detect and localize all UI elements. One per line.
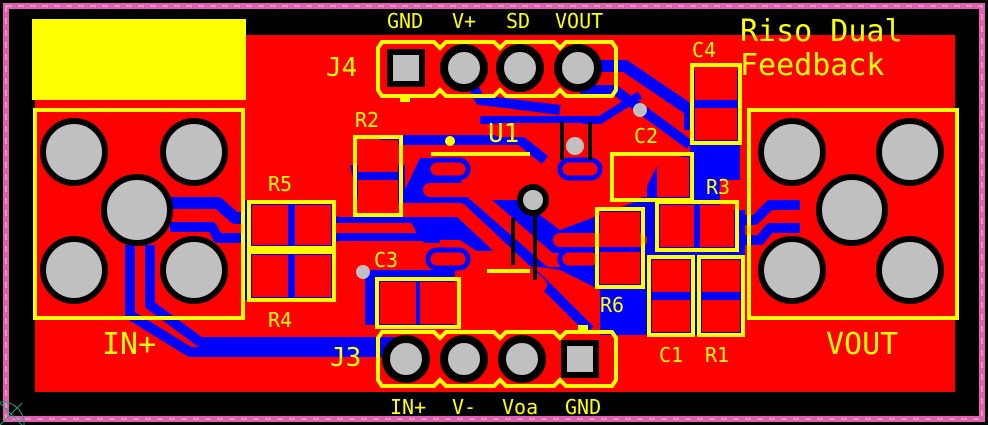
sma-vout bbox=[758, 118, 944, 304]
j4-designator: J4 bbox=[326, 53, 358, 83]
r1-designator: R1 bbox=[705, 343, 730, 367]
j4-pin2-label: V+ bbox=[452, 9, 477, 33]
j3-designator: J3 bbox=[330, 343, 362, 373]
u1-designator: U1 bbox=[488, 119, 520, 149]
vias bbox=[356, 103, 647, 279]
r5-designator: R5 bbox=[268, 172, 293, 196]
j3-pin3-label: Voa bbox=[502, 395, 539, 419]
board-title-line1: Riso Dual bbox=[740, 14, 903, 49]
j3-pin2-label: V- bbox=[452, 395, 477, 419]
smd-pads bbox=[252, 68, 740, 332]
header-j3-pins bbox=[382, 335, 599, 383]
r4-designator: R4 bbox=[268, 308, 293, 332]
j4-pin4-label: VOUT bbox=[555, 9, 604, 33]
board-title-line2: Feedback bbox=[740, 48, 885, 83]
board-outline bbox=[3, 3, 985, 422]
r6-designator: R6 bbox=[600, 293, 625, 317]
j4-pin3-label: SD bbox=[506, 9, 531, 33]
silkscreen-marks bbox=[400, 96, 588, 331]
c2-designator: C2 bbox=[634, 124, 659, 148]
c4-designator: C4 bbox=[692, 38, 717, 62]
r2-designator: R2 bbox=[355, 108, 380, 132]
silkscreen-outlines bbox=[33, 40, 959, 388]
j3-pin1-label: IN+ bbox=[390, 395, 427, 419]
origin-marker bbox=[0, 401, 25, 425]
in-plus-label: IN+ bbox=[102, 327, 157, 362]
j4-pin1-label: GND bbox=[387, 9, 424, 33]
via-traces-black bbox=[511, 122, 592, 280]
j3-pin4-label: GND bbox=[565, 395, 602, 419]
header-j4-pins bbox=[387, 44, 602, 92]
sma-in-plus bbox=[40, 118, 228, 304]
c1-designator: C1 bbox=[659, 343, 684, 367]
u1-pads bbox=[425, 157, 603, 271]
c3-designator: C3 bbox=[374, 248, 399, 272]
vout-label: VOUT bbox=[826, 327, 899, 362]
r3-designator: R3 bbox=[706, 175, 731, 199]
silkscreen-fill-block bbox=[32, 19, 246, 100]
